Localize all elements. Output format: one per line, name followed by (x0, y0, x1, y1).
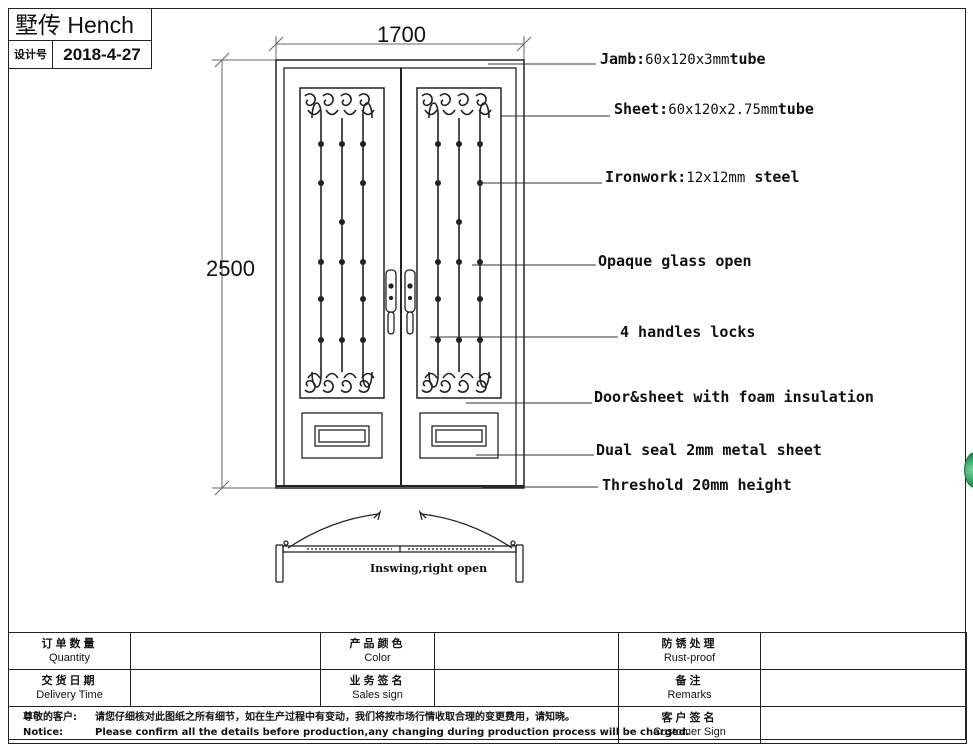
width-dimension-line (268, 36, 532, 60)
callout-threshold: Threshold 20mm height (602, 476, 792, 494)
brand-name: 墅传 Hench (9, 9, 151, 41)
right-handle-lock (404, 269, 416, 335)
callout-handles-locks: 4 handles locks (620, 323, 756, 341)
callout-ironwork: Ironwork:12x12mm steel (605, 168, 800, 186)
callout-dual-seal: Dual seal 2mm metal sheet (596, 441, 822, 459)
quantity-value-cell (130, 632, 321, 670)
callout-opaque-glass: Opaque glass open (598, 252, 752, 270)
callout-foam-insulation: Door&sheet with foam insulation (594, 388, 874, 406)
order-row-3: 尊敬的客户:请您仔细核对此图纸之所有细节，如在生产过程中有变动，我们将按市场行情… (8, 706, 967, 744)
left-glass-panel (299, 87, 385, 399)
right-glass-panel (416, 87, 502, 399)
callout-sheet: Sheet:60x120x2.75mmtube (614, 100, 814, 118)
right-kick-panel (419, 412, 499, 459)
swing-caption: Inswing,right open (370, 562, 488, 575)
sales-sign-value-cell (434, 669, 619, 707)
width-dimension-label: 1700 (377, 22, 426, 47)
title-block: 墅传 Hench 设计号 2018-4-27 (8, 8, 152, 69)
notice-cell: 尊敬的客户:请您仔细核对此图纸之所有细节，如在生产过程中有变动，我们将按市场行情… (8, 706, 690, 744)
color-value-cell (434, 632, 619, 670)
callout-leader-lines (430, 63, 618, 488)
design-number-label: 设计号 (9, 41, 53, 68)
callout-jamb: Jamb:60x120x3mmtube (600, 50, 766, 68)
door-plan-swing-view (275, 509, 524, 583)
left-handle-lock (385, 269, 397, 335)
right-ironwork (421, 93, 492, 393)
customer-sign-value-cell (760, 706, 967, 744)
delivery-time-value-cell (130, 669, 321, 707)
height-dimension-line (212, 52, 276, 496)
design-date: 2018-4-27 (63, 45, 141, 64)
rust-proof-value-cell (760, 632, 967, 670)
door-jamb-outline (275, 59, 525, 489)
remarks-value-cell (760, 669, 967, 707)
left-kick-panel (301, 412, 383, 459)
left-ironwork (304, 93, 375, 393)
height-dimension-label: 2500 (206, 256, 255, 281)
